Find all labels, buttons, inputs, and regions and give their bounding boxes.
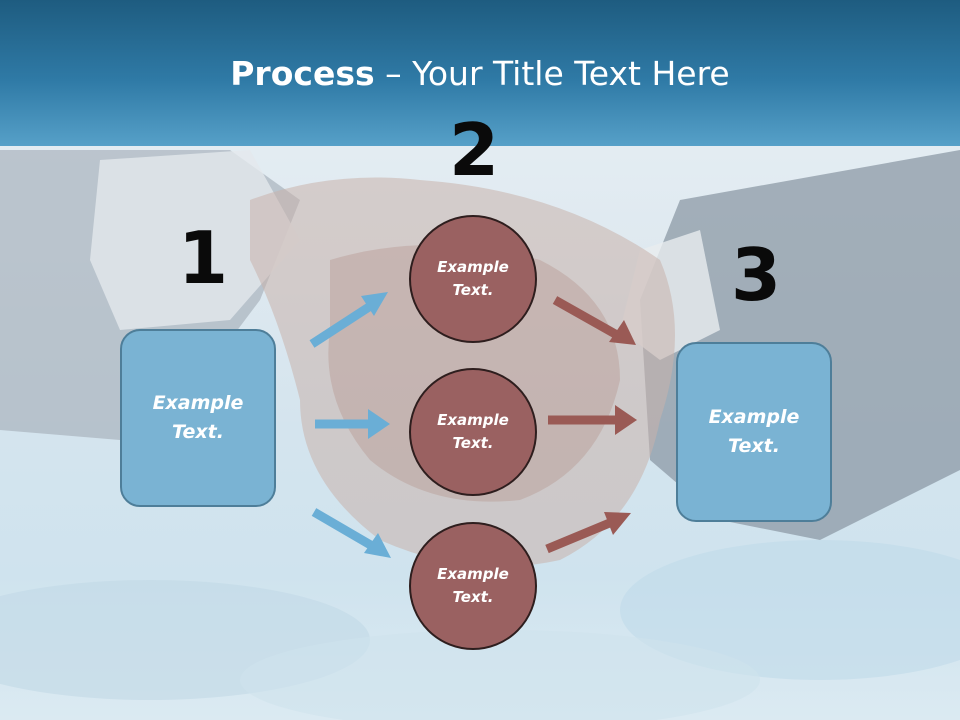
circle-top-text-line1: Example xyxy=(437,258,509,276)
arrow-out-middle xyxy=(548,405,637,435)
step-number-3: 3 xyxy=(731,233,782,317)
circle-top-text-line2: Text. xyxy=(452,281,494,299)
circle-bottom-text-line1: Example xyxy=(437,565,509,583)
circle-bottom-text-line2: Text. xyxy=(452,588,494,606)
step-1-text-line1: Example xyxy=(152,392,244,414)
title-bar xyxy=(0,0,960,146)
title-rest: – Your Title Text Here xyxy=(374,54,730,93)
arrow-in-bottom xyxy=(311,508,391,558)
arrow-out-top xyxy=(552,296,636,345)
title-bold: Process xyxy=(230,54,375,93)
circle-middle-text-line1: Example xyxy=(437,411,509,429)
step-3-text-line2: Text. xyxy=(728,435,780,457)
circle-middle-text-line2: Text. xyxy=(452,434,494,452)
arrow-in-middle xyxy=(315,409,390,439)
slide-title: Process – Your Title Text Here xyxy=(0,52,960,96)
step-1-text-line2: Text. xyxy=(172,421,224,443)
arrow-out-bottom xyxy=(545,512,631,554)
step-3-text-line1: Example xyxy=(708,406,800,428)
step-number-2: 2 xyxy=(449,108,500,192)
step-number-1: 1 xyxy=(178,216,229,300)
arrow-in-top xyxy=(309,292,388,348)
